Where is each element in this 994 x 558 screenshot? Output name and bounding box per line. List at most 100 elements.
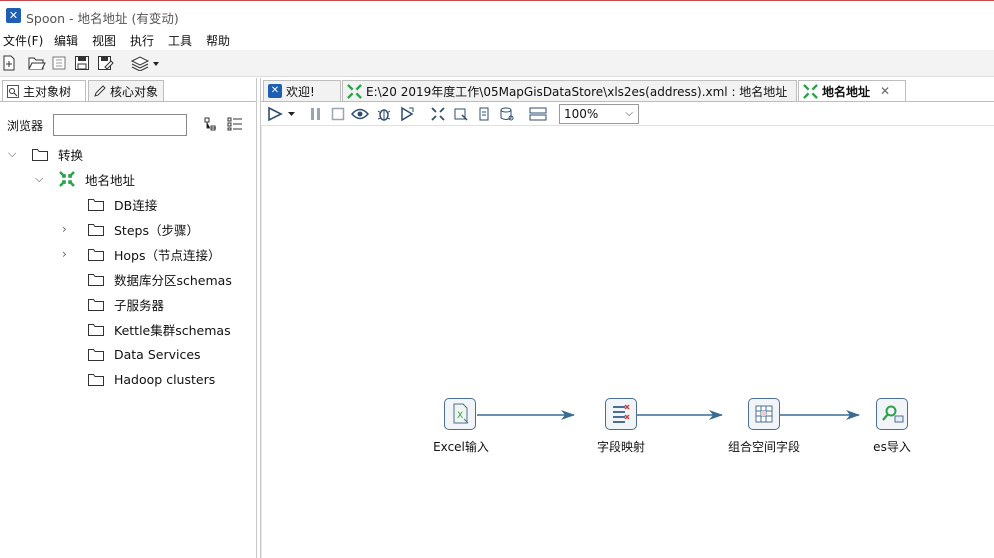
step-label-excel-input: Excel输入	[433, 440, 489, 454]
show-results-icon[interactable]	[529, 105, 547, 123]
close-tab-icon[interactable]: ✕	[880, 84, 891, 98]
tree-item-hadoop-clusters[interactable]: Hadoop clusters	[88, 368, 215, 390]
transformation-icon	[803, 83, 818, 99]
folder-icon	[32, 148, 48, 161]
open-folder-icon[interactable]	[28, 54, 46, 72]
folder-icon	[88, 248, 104, 261]
window-title: Spoon - 地名地址 (有变动)	[26, 11, 179, 26]
tab-divider	[0, 101, 256, 102]
menu-edit[interactable]: 编辑	[54, 34, 79, 48]
tree-node-transformation[interactable]: ⌵ 地名地址	[35, 168, 135, 190]
folder-icon	[88, 273, 104, 286]
browser-label: 浏览器	[7, 119, 44, 133]
menu-file[interactable]: 文件(F)	[3, 34, 44, 48]
left-panel: 主对象树 核心对象 浏览器 ⌵ 转换 ⌵ 地名地址 DB连接 › Steps（步…	[0, 78, 257, 558]
tab-core-objects[interactable]: 核心对象	[88, 80, 164, 101]
zoom-select[interactable]: 100% ⌵	[559, 104, 639, 124]
menu-help[interactable]: 帮助	[206, 34, 231, 48]
field-mapping-icon	[613, 404, 630, 423]
tab-main-object-tree[interactable]: 主对象树	[2, 80, 86, 101]
stop-icon[interactable]	[329, 105, 347, 123]
elasticsearch-search-icon	[882, 405, 904, 423]
tree-item-data-services[interactable]: Data Services	[88, 343, 201, 365]
menu-tools[interactable]: 工具	[168, 34, 193, 48]
chevron-down-icon[interactable]: ⌵	[35, 172, 44, 185]
collapse-tree-icon[interactable]	[204, 117, 218, 134]
transformation-icon	[347, 83, 362, 99]
step-label-field-mapping: 字段映射	[596, 440, 646, 454]
browser-search-input[interactable]	[53, 114, 187, 136]
menu-bar: 文件(F) 编辑 视图 执行 工具 帮助	[0, 30, 994, 50]
pause-icon[interactable]	[307, 105, 325, 123]
tree-item-cluster-schemas[interactable]: Kettle集群schemas	[88, 318, 231, 340]
tree-item-partition-schemas[interactable]: 数据库分区schemas	[88, 268, 232, 290]
folder-icon	[88, 198, 104, 211]
tree-item-label: 子服务器	[114, 297, 165, 313]
perspective-layers-icon[interactable]	[130, 54, 160, 72]
chevron-right-icon[interactable]: ›	[62, 247, 67, 261]
svg-text:X: X	[457, 411, 463, 421]
step-label-combine-spatial-fields: 组合空间字段	[727, 440, 801, 454]
step-es-import[interactable]	[876, 398, 908, 430]
step-field-mapping[interactable]	[605, 398, 637, 430]
menu-view[interactable]: 视图	[92, 34, 117, 48]
tree-item-label: Kettle集群schemas	[114, 322, 231, 338]
tree-item-label: Hops（节点连接）	[114, 247, 221, 263]
excel-file-icon: X	[453, 403, 469, 424]
hop-layer	[477, 410, 860, 420]
folder-icon	[88, 298, 104, 311]
impact-analysis-icon[interactable]	[452, 105, 470, 123]
zoom-value: 100%	[564, 107, 599, 121]
explore-db-icon[interactable]	[498, 105, 516, 123]
tree-item-label: DB连接	[114, 197, 158, 213]
folder-icon	[88, 373, 104, 386]
tab-active-transformation-label: 地名地址	[822, 84, 871, 99]
transformation-icon	[59, 171, 75, 187]
tree-item-label: Data Services	[114, 346, 201, 362]
verify-icon[interactable]	[429, 105, 447, 123]
main-toolbar	[0, 50, 994, 77]
tab-active-transformation[interactable]: 地名地址 ✕	[798, 80, 906, 101]
tab-divider	[261, 101, 994, 102]
folder-icon	[88, 323, 104, 336]
new-file-icon[interactable]	[0, 54, 18, 72]
chevron-down-icon: ⌵	[625, 108, 633, 119]
tab-welcome[interactable]: ✕ 欢迎!	[263, 80, 341, 101]
tree-item-steps[interactable]: › Steps（步骤）	[62, 218, 199, 240]
tree-item-label: 数据库分区schemas	[114, 272, 232, 288]
menu-run[interactable]: 执行	[130, 34, 155, 48]
tree-item-label: Hadoop clusters	[114, 371, 216, 387]
editor-panel: ✕ 欢迎! E:\20 2019年度工作\05MapGisDataStore\x…	[260, 78, 994, 558]
spoon-welcome-icon: ✕	[268, 84, 282, 98]
sql-icon[interactable]	[475, 105, 493, 123]
run-icon[interactable]	[267, 105, 297, 123]
save-icon[interactable]	[73, 54, 91, 72]
canvas-toolbar: 100% ⌵	[261, 102, 994, 126]
save-as-icon[interactable]	[97, 54, 115, 72]
chevron-right-icon[interactable]: ›	[62, 222, 67, 236]
grid-table-icon	[755, 405, 773, 423]
step-label-es-import: es导入	[873, 440, 911, 454]
tab-xls2es-file[interactable]: E:\20 2019年度工作\05MapGisDataStore\xls2es(…	[342, 80, 797, 101]
spoon-app-icon: ✕	[6, 8, 21, 23]
tab-welcome-label: 欢迎!	[286, 84, 315, 99]
tree-label-transformation: 地名地址	[85, 172, 136, 188]
search-tree-icon	[7, 84, 19, 98]
tree-item-label: Steps（步骤）	[114, 222, 199, 238]
tree-item-db-connections[interactable]: DB连接	[88, 193, 157, 215]
tree-item-slave-servers[interactable]: 子服务器	[88, 293, 164, 315]
preview-eye-icon[interactable]	[351, 105, 369, 123]
explore-repository-icon[interactable]	[50, 54, 68, 72]
chevron-down-icon[interactable]: ⌵	[8, 147, 17, 160]
step-excel-input[interactable]: X	[444, 398, 476, 430]
tree-node-transform-root[interactable]: ⌵ 转换	[8, 143, 83, 165]
replay-icon[interactable]	[398, 105, 416, 123]
debug-bug-icon[interactable]	[375, 105, 393, 123]
folder-icon	[88, 348, 104, 361]
step-combine-spatial-fields[interactable]	[748, 398, 780, 430]
tree-item-hops[interactable]: › Hops（节点连接）	[62, 243, 221, 265]
folder-icon	[88, 223, 104, 236]
title-bar: ✕ Spoon - 地名地址 (有变动)	[0, 0, 994, 30]
expand-tree-icon[interactable]	[227, 117, 243, 134]
transformation-canvas[interactable]: X Excel输入 字段映射 组合空间字段 es导入	[261, 126, 994, 558]
